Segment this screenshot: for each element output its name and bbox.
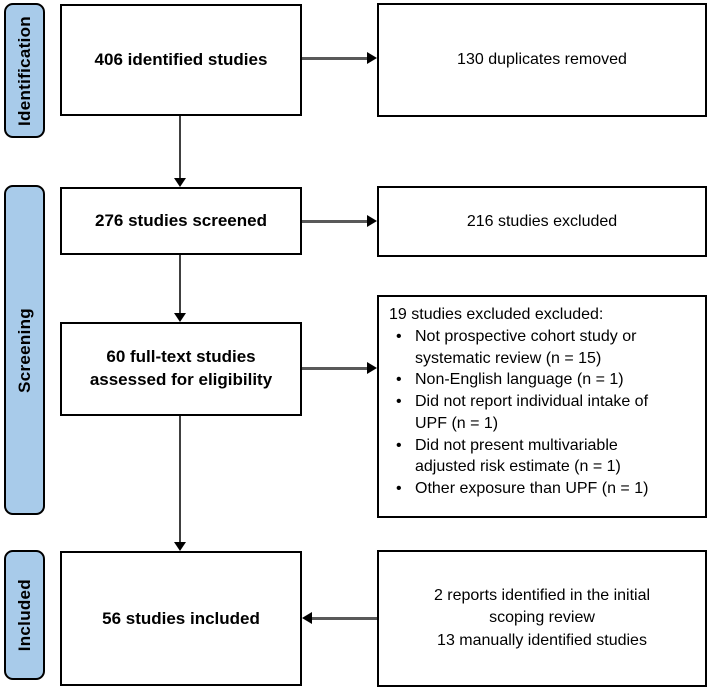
arrowhead-right-icon bbox=[367, 362, 377, 374]
exclusion-item: Not prospective cohort study or systemat… bbox=[389, 326, 697, 370]
arrow-line bbox=[302, 220, 368, 223]
fulltext-exclusions-list: Not prospective cohort study or systemat… bbox=[389, 326, 697, 500]
stage-label-identification-text: Identification bbox=[14, 15, 34, 126]
box-fulltext-exclusions: 19 studies excluded excluded: Not prospe… bbox=[377, 295, 707, 518]
arrow-fulltext-to-included bbox=[174, 416, 186, 551]
stage-label-screening: Screening bbox=[4, 185, 45, 515]
box-studies-included: 56 studies included bbox=[60, 551, 302, 686]
box-studies-screened: 276 studies screened bbox=[60, 187, 302, 255]
exclusion-item: Other exposure than UPF (n = 1) bbox=[389, 478, 697, 500]
stage-label-included: Included bbox=[4, 550, 45, 680]
box-duplicates-removed: 130 duplicates removed bbox=[377, 3, 707, 117]
box-studies-excluded: 216 studies excluded bbox=[377, 186, 707, 257]
arrow-line bbox=[179, 116, 181, 178]
arrowhead-left-icon bbox=[302, 612, 312, 624]
exclusion-item: Did not report individual intake of UPF … bbox=[389, 391, 697, 435]
box-manual-additions: 2 reports identified in the initial scop… bbox=[377, 550, 707, 687]
box-fulltext-assessed: 60 full-text studies assessed for eligib… bbox=[60, 322, 302, 416]
box-duplicates-removed-text: 130 duplicates removed bbox=[457, 51, 627, 68]
arrow-screened-to-excluded bbox=[302, 215, 377, 227]
arrowhead-right-icon bbox=[367, 52, 377, 64]
arrow-screened-to-fulltext bbox=[174, 255, 186, 322]
arrow-fulltext-to-exclusions bbox=[302, 362, 377, 374]
fulltext-exclusions-heading: 19 studies excluded excluded: bbox=[389, 306, 604, 323]
stage-label-identification: Identification bbox=[4, 3, 45, 138]
box-studies-excluded-text: 216 studies excluded bbox=[466, 212, 618, 230]
arrow-line bbox=[179, 255, 181, 313]
arrow-line bbox=[302, 57, 368, 60]
exclusion-item: Non-English language (n = 1) bbox=[389, 369, 697, 391]
box-studies-included-text: 56 studies included bbox=[102, 608, 260, 628]
arrow-line bbox=[302, 367, 368, 370]
arrowhead-down-icon bbox=[174, 542, 186, 551]
manual-additions-line2: 13 manually identified studies bbox=[437, 631, 647, 649]
box-identified-studies: 406 identified studies bbox=[60, 4, 302, 116]
stage-label-screening-text: Screening bbox=[14, 307, 34, 393]
arrow-line bbox=[311, 617, 377, 620]
arrow-identified-to-screened bbox=[174, 116, 186, 187]
stage-label-included-text: Included bbox=[14, 578, 34, 652]
arrow-identified-to-duplicates bbox=[302, 52, 377, 64]
arrowhead-down-icon bbox=[174, 313, 186, 322]
arrow-manual-to-included bbox=[302, 612, 377, 624]
arrowhead-right-icon bbox=[367, 215, 377, 227]
manual-additions-line1: 2 reports identified in the initial scop… bbox=[433, 586, 651, 627]
box-manual-additions-text: 2 reports identified in the initial scop… bbox=[406, 585, 678, 652]
arrowhead-down-icon bbox=[174, 178, 186, 187]
exclusion-item: Did not present multivariable adjusted r… bbox=[389, 435, 697, 479]
box-identified-studies-text: 406 identified studies bbox=[94, 50, 268, 69]
box-fulltext-assessed-text: 60 full-text studies assessed for eligib… bbox=[89, 347, 273, 389]
box-studies-screened-text: 276 studies screened bbox=[95, 211, 267, 230]
arrow-line bbox=[179, 416, 181, 542]
